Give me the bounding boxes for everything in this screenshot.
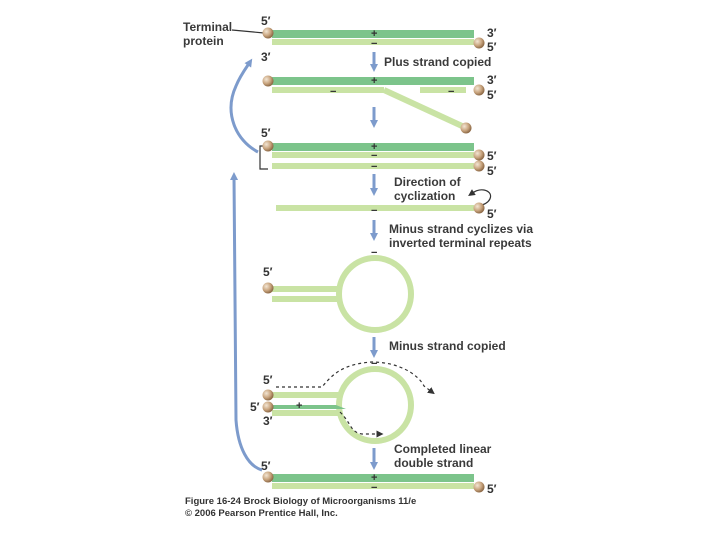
displaced-minus-strand [382,87,464,129]
new-minus-strand [272,87,384,93]
terminal-protein-icon [473,84,485,96]
completed-linear-label-line1: Completed linear [394,442,492,456]
direction-of-cyclization-label-line1: Direction of [394,175,462,189]
new-plus-strand [272,405,346,409]
terminal-protein-icon [473,149,485,161]
end-label: 5′ [487,149,497,163]
return-arrow [229,58,259,154]
terminal-protein-icon [473,37,485,49]
stage-5-panhandle: − 5′ [262,247,414,333]
plus-sign: + [371,75,377,87]
end-label: 3′ [261,50,271,64]
end-label: 5′ [487,207,497,221]
end-label: 5′ [250,400,260,414]
terminal-protein-label-line1: Terminal [183,20,232,34]
return-arrow [230,172,263,472]
minus-sign: − [371,205,377,217]
plus-sign: + [371,141,377,153]
stage-4-minus-strand: − 5′ [276,202,497,221]
direction-of-cyclization-label-line2: cyclization [394,189,455,203]
synthesis-path [339,411,384,438]
figure-caption: Figure 16-24 Brock Biology of Microorgan… [185,496,417,507]
minus-strand-copied-label: Minus strand copied [389,339,506,353]
plus-strand [272,30,474,38]
end-label: 5′ [261,14,271,28]
end-label: 5′ [263,265,273,279]
stage-2-displacement: + − − 3′ 5′ [262,73,497,134]
stage-6-copying: − + 5′ 5′ 3′ [250,358,435,444]
stage-1-duplex: Terminal protein 5′ 3′ + − 3′ 5′ [183,14,497,64]
terminal-protein-leader-line [231,29,265,34]
stage-7-completed: 5′ + − 5′ [261,459,497,496]
terminal-protein-icon [262,401,274,413]
plus-strand [272,143,474,151]
minus-strand [276,205,474,211]
minus-strand [272,483,474,489]
end-label: 5′ [487,164,497,178]
terminal-protein-icon [262,471,274,483]
terminal-protein-icon [460,122,472,134]
minus-sign: − [371,247,377,259]
plus-strand-copied-label: Plus strand copied [384,55,491,69]
free-minus-strand [272,163,474,169]
end-label: 5′ [487,88,497,102]
minus-strand [272,39,474,45]
cyclization-direction-arrow [468,189,492,206]
minus-sign: − [371,38,377,50]
plus-sign: + [296,400,302,412]
end-label: 3′ [487,73,497,87]
terminal-protein-icon [473,160,485,172]
minus-strand-cyclizes-label-line2: inverted terminal repeats [389,236,532,250]
plus-sign: + [371,28,377,40]
minus-strand-loop [336,255,414,333]
minus-sign: − [330,86,336,98]
end-label: 3′ [263,414,273,428]
terminal-protein-icon [473,481,485,493]
terminal-protein-icon [262,282,274,294]
minus-strand-loop [336,366,414,444]
minus-sign: − [371,150,377,162]
copyright-text: © 2006 Pearson Prentice Hall, Inc. [185,508,338,519]
terminal-protein-icon [262,140,274,152]
minus-sign: − [371,358,377,370]
end-label: 5′ [487,482,497,496]
terminal-protein-icon [262,75,274,87]
minus-sign: − [371,161,377,173]
minus-strand-cyclizes-label-line1: Minus strand cyclizes via [389,222,533,236]
synthesis-path [276,361,435,395]
completed-linear-label-line2: double strand [394,456,473,470]
end-label: 5′ [261,126,271,140]
plus-strand [272,77,474,85]
minus-strand [272,152,474,158]
end-label: 5′ [261,459,271,473]
end-label: 5′ [263,373,273,387]
end-label: 3′ [487,26,497,40]
stage-3-products: 5′ + − − 5′ 5′ [259,126,497,178]
terminal-protein-icon [262,27,274,39]
terminal-protein-icon [262,389,274,401]
plus-sign: + [371,472,377,484]
terminal-protein-label-line2: protein [183,34,224,48]
terminal-protein-icon [473,202,485,214]
minus-sign: − [448,86,454,98]
minus-sign: − [371,482,377,494]
end-label: 5′ [487,40,497,54]
plus-strand [272,474,474,482]
